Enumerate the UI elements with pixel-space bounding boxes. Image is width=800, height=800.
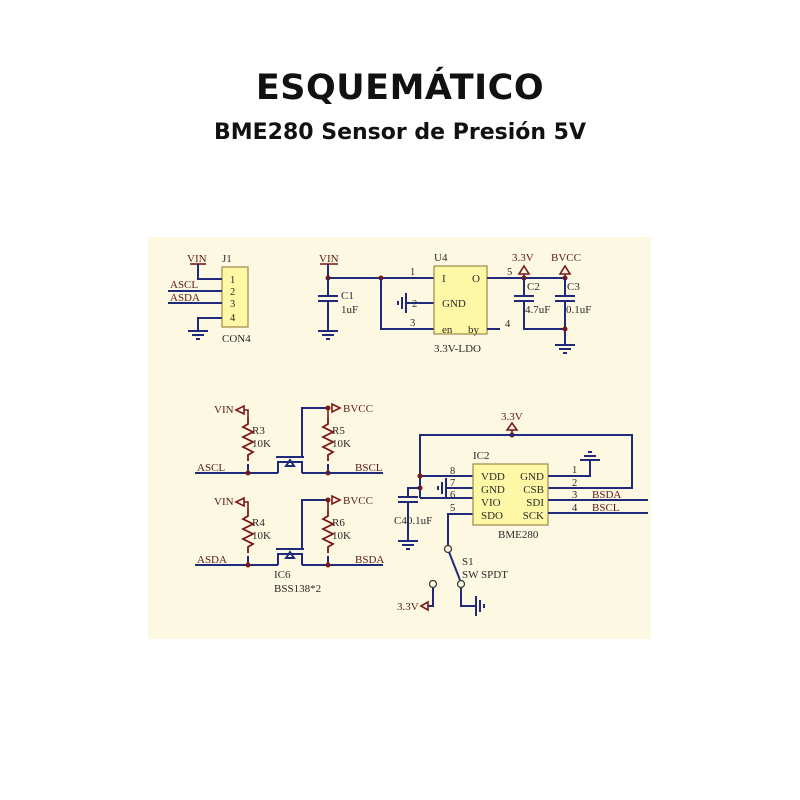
bme280-sensor-ic2: 3.3V C40.1uF IC2 BME280 VDD GND VIO SDO … xyxy=(394,411,648,550)
schematic-label: C40.1uF xyxy=(394,515,432,527)
schematic-label: GND xyxy=(481,484,505,496)
schematic-label: O xyxy=(472,273,480,285)
level-shifter-sda: VIN R4 10K BVCC R6 10K ASDA BSDA IC6 BSS… xyxy=(195,494,384,595)
schematic-label: 2 xyxy=(572,478,577,489)
schematic-label: ASDA xyxy=(170,292,200,304)
schematic-label: 7 xyxy=(450,478,455,489)
schematic-label: C2 xyxy=(527,281,540,293)
schematic-label: ASCL xyxy=(197,462,225,474)
schematic-label: 10K xyxy=(332,530,351,542)
schematic-label: I xyxy=(442,273,446,285)
schematic-label: VIN xyxy=(187,253,207,265)
schematic-label: IC2 xyxy=(473,450,490,462)
schematic-label: SDO xyxy=(481,510,503,522)
schematic-label: 2 xyxy=(230,287,235,298)
schematic-label: BSS138*2 xyxy=(274,583,321,595)
schematic-label: en xyxy=(442,324,453,336)
schematic-label: R5 xyxy=(332,425,345,437)
schematic-label: GND xyxy=(520,471,544,483)
schematic-label: U4 xyxy=(434,252,448,264)
schematic-label: C1 xyxy=(341,290,354,302)
schematic-label: 6 xyxy=(450,490,455,501)
schematic-label: ASCL xyxy=(170,279,198,291)
ldo-regulator-u4: VIN C1 1uF U4 I O GND en by 1 2 3 4 5 3.… xyxy=(317,252,591,355)
schematic-label: S1 xyxy=(462,556,474,568)
schematic-label: 3.3V xyxy=(512,252,534,264)
schematic-label: SW SPDT xyxy=(462,569,508,581)
schematic-label: 3.3V xyxy=(397,601,419,613)
schematic-label: 3 xyxy=(410,318,415,329)
schematic-label: BSDA xyxy=(355,554,384,566)
schematic-label: 3 xyxy=(230,299,235,310)
schematic-label: BVCC xyxy=(343,403,373,415)
schematic-label: 3 xyxy=(572,490,577,501)
schematic-label: BME280 xyxy=(498,529,539,541)
schematic-label: BVCC xyxy=(343,495,373,507)
schematic-label: J1 xyxy=(222,253,232,265)
page-title: ESQUEMÁTICO xyxy=(255,68,545,108)
schematic-label: VIO xyxy=(481,497,501,509)
schematic-label: 4 xyxy=(505,319,511,330)
schematic-label: 4.7uF xyxy=(525,304,550,316)
switch-s1: 3.3V S1 SW SPDT xyxy=(397,544,508,617)
schematic-label: VDD xyxy=(481,471,505,483)
schematic-label: 3.3V xyxy=(501,411,523,423)
schematic-label: ASDA xyxy=(197,554,227,566)
level-shifter-scl: VIN R3 10K BVCC R5 10K ASCL BSCL xyxy=(195,402,383,476)
schematic-label: R6 xyxy=(332,517,345,529)
schematic-label: 0.1uF xyxy=(566,304,591,316)
schematic-label: R3 xyxy=(252,425,265,437)
schematic-label: CSB xyxy=(523,484,544,496)
schematic-label: 10K xyxy=(332,438,351,450)
schematic-label: SCK xyxy=(523,510,544,522)
schematic-label: BSCL xyxy=(355,462,383,474)
schematic-label: VIN xyxy=(214,496,234,508)
schematic-label: 4 xyxy=(230,313,236,324)
schematic-label: 8 xyxy=(450,466,455,477)
schematic-label: GND xyxy=(442,298,466,310)
schematic-label: R4 xyxy=(252,517,265,529)
schematic-label: 10K xyxy=(252,530,271,542)
schematic-label: 4 xyxy=(572,503,578,514)
schematic-label: 3.3V-LDO xyxy=(434,343,481,355)
schematic-label: 1 xyxy=(410,267,415,278)
schematic-label: BSCL xyxy=(592,502,620,514)
schematic-label: CON4 xyxy=(222,333,251,345)
schematic-label: VIN xyxy=(319,253,339,265)
schematic-label: 10K xyxy=(252,438,271,450)
schematic-label: VIN xyxy=(214,404,234,416)
schematic-label: 1uF xyxy=(341,304,358,316)
schematic-label: 1 xyxy=(572,465,577,476)
schematic-label: IC6 xyxy=(274,569,291,581)
schematic-label: by xyxy=(468,324,480,336)
schematic-label: BSDA xyxy=(592,489,621,501)
schematic-label: BVCC xyxy=(551,252,581,264)
schematic-label: SDI xyxy=(526,497,544,509)
schematic-label: 5 xyxy=(507,267,512,278)
page-subtitle: BME280 Sensor de Presión 5V xyxy=(213,120,587,145)
schematic-label: 1 xyxy=(230,275,235,286)
schematic-label: 5 xyxy=(450,503,455,514)
connector-j1: J1 VIN ASCL ASDA 1 2 3 4 CON4 xyxy=(168,253,251,345)
schematic-label: C3 xyxy=(567,281,580,293)
schematic-label: 2 xyxy=(412,299,417,310)
